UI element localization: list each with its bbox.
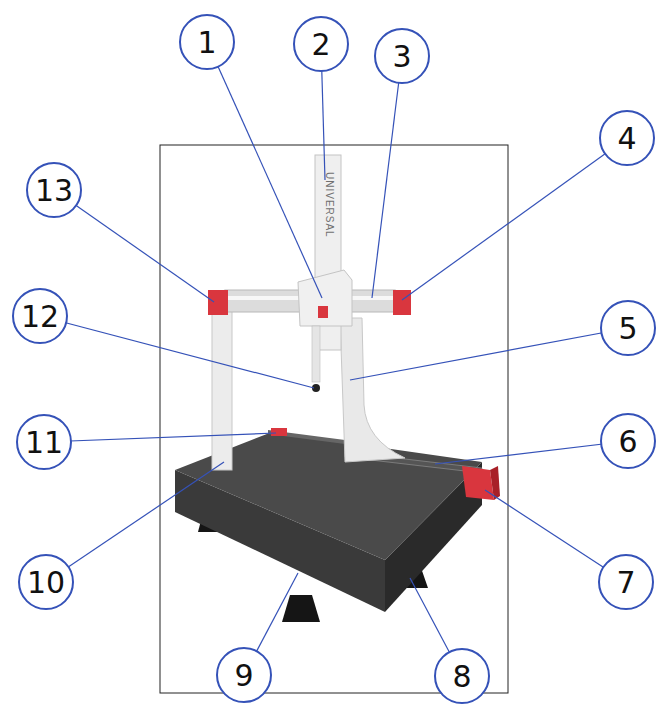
callout-number: 11 [16, 414, 72, 470]
callout-number: 1 [179, 14, 235, 70]
brand-text: UNIVERSAL [324, 172, 335, 238]
callout-number: 8 [434, 648, 490, 704]
callout-number: 12 [12, 288, 68, 344]
callout-number: 13 [26, 162, 82, 218]
callout-number: 6 [600, 413, 656, 469]
callout-number: 9 [216, 647, 272, 703]
callout-number: 3 [374, 28, 430, 84]
callout-number: 2 [293, 16, 349, 72]
callout-number: 5 [600, 300, 656, 356]
callout-number: 10 [18, 554, 74, 610]
callout-number: 4 [599, 110, 655, 166]
callout-number: 7 [598, 554, 654, 610]
